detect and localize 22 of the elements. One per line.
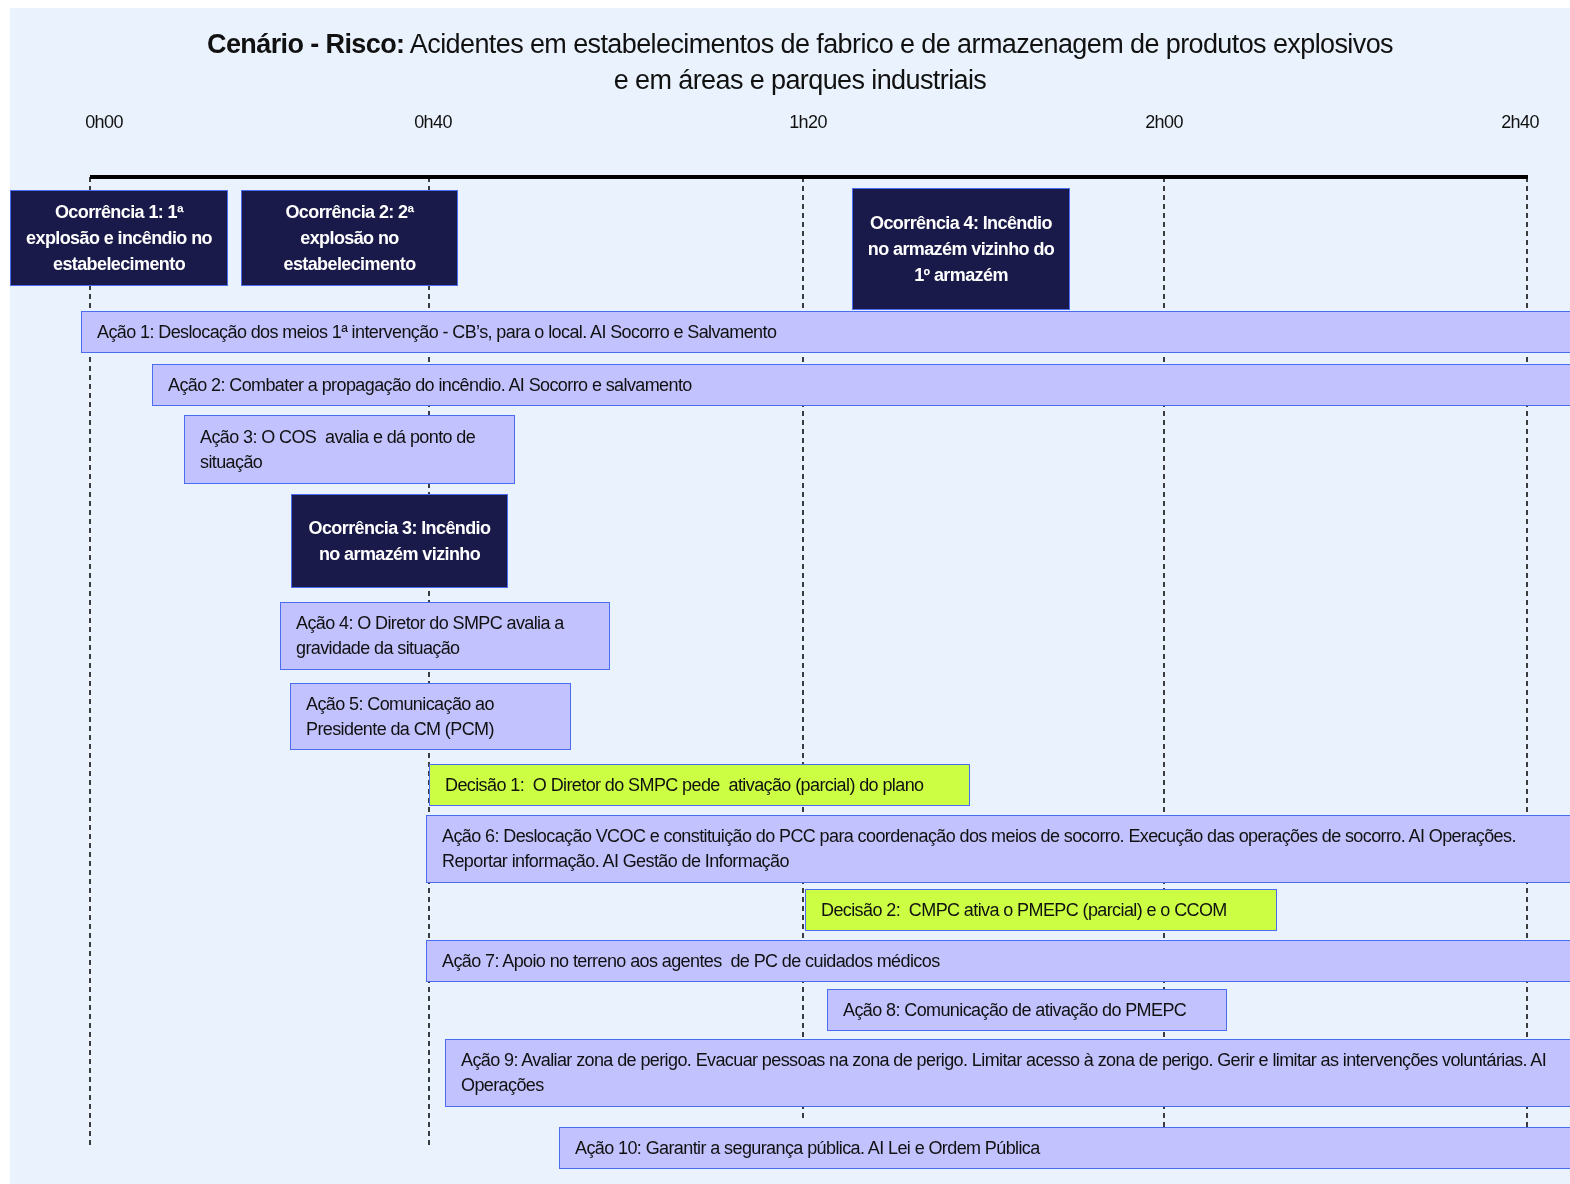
action-bar: Ação 3: O COS avalia e dá ponto de situação: [184, 415, 515, 484]
occurrence-box: Ocorrência 1: 1ª explosão e incêndio no estabelecimento: [10, 190, 228, 286]
time-tick-label: 2h00: [1145, 112, 1183, 133]
action-bar: Ação 1: Deslocação dos meios 1ª intervenção - CB’s, para o local. AI Socorro e Salvamento: [81, 311, 1570, 353]
time-tick-label: 1h20: [789, 112, 827, 133]
decision-bar: Decisão 2: CMPC ativa o PMEPC (parcial) e o CCOM: [805, 889, 1277, 931]
decision-bar: Decisão 1: O Diretor do SMPC pede ativação (parcial) do plano: [429, 764, 970, 806]
action-bar: Ação 6: Deslocação VCOC e constituição do PCC para coordenação dos meios de socorro. Execução das operações de socorro. AI Operações. Reportar informação. AI Gestão de Informação: [426, 815, 1570, 883]
action-bar: Ação 5: Comunicação ao Presidente da CM (PCM): [290, 683, 571, 750]
time-tick-label: 0h40: [414, 112, 452, 133]
occurrence-box: Ocorrência 4: Incêndio no armazém vizinho do 1º armazém: [852, 188, 1070, 310]
action-bar: Ação 9: Avaliar zona de perigo. Evacuar pessoas na zona de perigo. Limitar acesso à zona de perigo. Gerir e limitar as intervenções voluntárias. AI Operações: [445, 1039, 1570, 1107]
action-bar: Ação 8: Comunicação de ativação do PMEPC: [827, 989, 1227, 1031]
time-tick-label: 2h40: [1501, 112, 1539, 133]
action-bar: Ação 4: O Diretor do SMPC avalia a gravidade da situação: [280, 602, 610, 670]
diagram-title: Cenário - Risco: Acidentes em estabelecimentos de fabrico e de armazenagem de produtos explosivos e em áreas e parques industriais: [206, 28, 1394, 97]
action-bar: Ação 7: Apoio no terreno aos agentes de PC de cuidados médicos: [426, 940, 1570, 982]
time-tick-label: 0h00: [85, 112, 123, 133]
occurrence-box: Ocorrência 3: Incêndio no armazém vizinho: [291, 494, 508, 588]
action-bar: Ação 2: Combater a propagação do incêndio. AI Socorro e salvamento: [152, 364, 1570, 406]
occurrence-box: Ocorrência 2: 2ª explosão no estabelecimento: [241, 190, 458, 286]
action-bar: Ação 10: Garantir a segurança pública. AI Lei e Ordem Pública: [559, 1127, 1570, 1169]
